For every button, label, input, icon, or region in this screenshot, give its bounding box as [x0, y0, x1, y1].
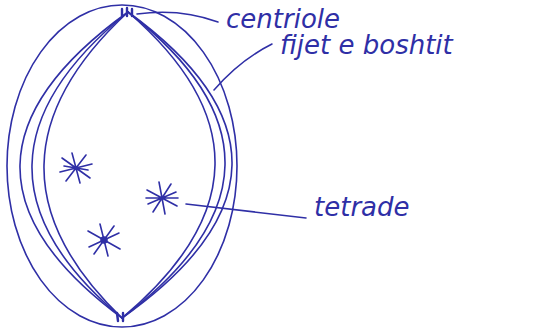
part-label: tetrade — [314, 192, 410, 222]
part-label: centriole — [226, 4, 340, 34]
tetrad-lower — [88, 224, 120, 256]
centriole-bottom — [117, 313, 123, 321]
cell-membrane — [7, 5, 237, 327]
tetrad-right — [146, 182, 178, 214]
centriole-top — [122, 8, 132, 16]
part-label: fijet e boshtit — [280, 30, 453, 60]
spindle-fibers — [20, 12, 232, 318]
tetrad-upper-left — [60, 153, 92, 183]
